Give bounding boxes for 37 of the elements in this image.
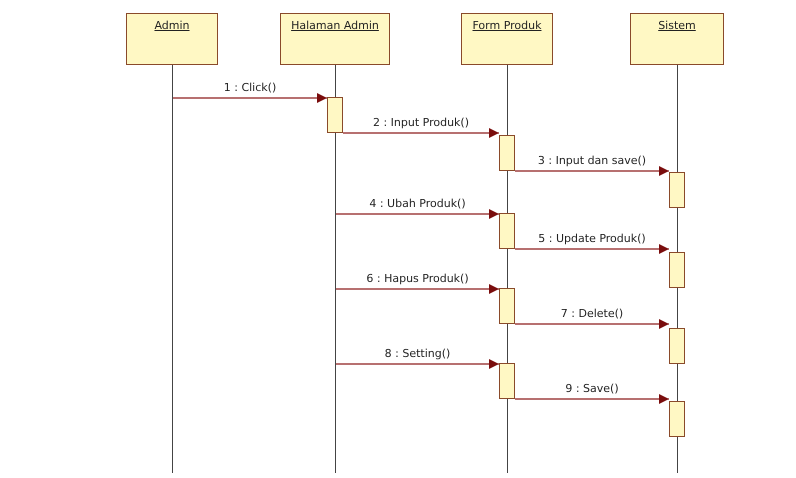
object-name: Halaman Admin bbox=[291, 19, 379, 33]
object-name: Sistem bbox=[658, 19, 696, 33]
activation-bar bbox=[669, 328, 685, 364]
activation-bar bbox=[499, 288, 515, 324]
message-arrow bbox=[336, 209, 499, 219]
activation-bar bbox=[327, 97, 343, 133]
activation-bar bbox=[499, 135, 515, 171]
lifeline bbox=[335, 65, 336, 473]
message-arrow bbox=[515, 244, 669, 254]
message-arrow bbox=[343, 128, 499, 138]
message-arrow bbox=[336, 359, 499, 369]
message-label: 5 : Update Produk() bbox=[536, 232, 648, 245]
object-name: Form Produk bbox=[472, 19, 542, 33]
message-label: 1 : Click() bbox=[222, 81, 278, 94]
activation-bar bbox=[669, 401, 685, 437]
message-label: 7 : Delete() bbox=[558, 307, 626, 320]
lifeline-head-box bbox=[126, 13, 218, 65]
message-arrow bbox=[515, 166, 669, 176]
message-arrow bbox=[173, 93, 327, 103]
message-arrow bbox=[515, 319, 669, 329]
message-arrow bbox=[515, 394, 669, 404]
message-label: 2 : Input Produk() bbox=[370, 116, 472, 129]
message-label: 8 : Setting() bbox=[382, 347, 452, 360]
message-label: 6 : Hapus Produk() bbox=[364, 272, 471, 285]
lifeline-head-box bbox=[280, 13, 390, 65]
activation-bar bbox=[669, 172, 685, 208]
message-arrow bbox=[336, 284, 499, 294]
object-name: Admin bbox=[154, 19, 190, 33]
message-label: 4 : Ubah Produk() bbox=[367, 197, 468, 210]
activation-bar bbox=[499, 213, 515, 249]
lifeline-head-box bbox=[630, 13, 724, 65]
activation-bar bbox=[669, 252, 685, 288]
message-label: 3 : Input dan save() bbox=[536, 154, 648, 167]
lifeline bbox=[172, 65, 173, 473]
activation-bar bbox=[499, 363, 515, 399]
message-label: 9 : Save() bbox=[563, 382, 621, 395]
lifeline-head-box bbox=[461, 13, 553, 65]
